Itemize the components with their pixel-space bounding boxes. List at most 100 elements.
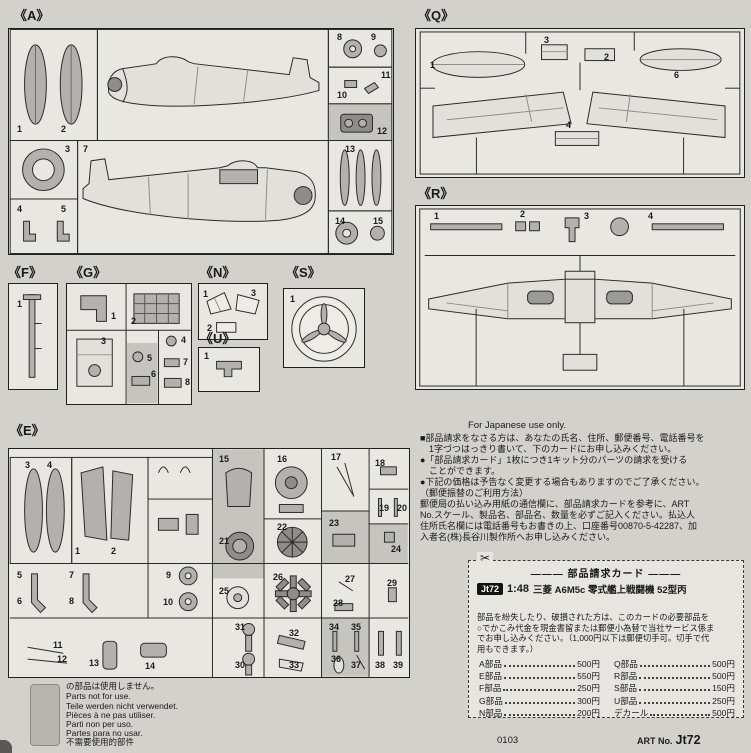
panel-label-u: 《U》: [200, 331, 236, 346]
sprue-panel-r: 1 2 3 4: [415, 205, 745, 390]
part-number: 23: [329, 518, 340, 528]
part-number: 1: [17, 299, 23, 309]
part-number: 2: [207, 323, 213, 333]
part-number: 16: [277, 454, 288, 464]
part-number: 19: [379, 503, 390, 513]
part-number: 7: [69, 570, 75, 580]
notice-line: 郵便局の払い込み用紙の通信欄に、部品請求カードを参考に、ART: [420, 499, 690, 509]
legend-line-de: Teile werden nicht verwendet.: [66, 701, 178, 711]
part-number: 30: [235, 660, 246, 670]
kit-name-label: 三菱 A6M5c 零式艦上戦闘機 52型丙: [533, 585, 687, 596]
part-number: 10: [163, 597, 174, 607]
part-number: 3: [101, 336, 107, 346]
part-number: 1: [203, 289, 209, 299]
price-value: 250円: [712, 695, 735, 706]
part-number: 18: [375, 458, 386, 468]
kit-sc scale-label: 1:48: [507, 583, 530, 595]
part-number: 2: [131, 316, 137, 326]
part-number: 6: [17, 596, 23, 606]
dotted-leader: [639, 701, 711, 704]
card-body-line: でお申し込みください。（1,000円以下は郵便切手可。切手で代: [477, 633, 710, 643]
sprue-panel-e: 1 2 3 4 5 6 7 8 9 10 11 12 13 14 15 16 1…: [8, 448, 410, 678]
price-value: 150円: [712, 683, 735, 694]
part-number: 29: [387, 578, 398, 588]
not-used-swatch: [30, 684, 60, 746]
part-number: 13: [345, 144, 356, 154]
notice-line: 住所氏名欄には電話番号もお書きの上、口座番号00870-5-42287、加: [420, 521, 698, 531]
sprue-panel-u: 1: [198, 347, 260, 392]
scan-artifact: [0, 740, 12, 753]
part-number: 4: [181, 335, 187, 345]
part-number: 24: [391, 544, 402, 554]
part-number: 1: [111, 311, 117, 321]
legend-line-jp: の部品は使用しません。: [66, 681, 160, 691]
price-value: 550円: [577, 671, 600, 682]
part-number: 34: [329, 622, 340, 632]
part-number: 7: [183, 357, 189, 367]
part-number: 1: [430, 60, 436, 70]
part-number: 6: [674, 70, 680, 80]
part-number: 22: [277, 522, 288, 532]
price-part-name: Q部品: [614, 659, 638, 669]
notice-line: No.スケール、製品名、部品名、数量を必ずご記入ください。払込人: [420, 510, 696, 520]
price-part-name: S部品: [614, 683, 637, 694]
price-value: 250円: [577, 683, 600, 694]
part-number: 9: [371, 32, 377, 42]
part-number: 20: [397, 503, 408, 513]
part-number: 21: [219, 536, 230, 546]
price-part-name: E部品: [479, 671, 502, 682]
part-number: 1: [434, 211, 440, 221]
panel-label-n: 《N》: [200, 265, 236, 280]
part-number: 4: [47, 460, 53, 470]
sprue-panel-n: 1 2 3: [198, 283, 268, 340]
price-part-name: G部品: [479, 695, 503, 706]
sprue-panel-a: 1 2 3 4 5 7 8 9 10 11 12 13 14 15: [8, 28, 394, 255]
panel-label-g: 《G》: [70, 265, 107, 280]
sprue-panel-q: 1 2 3 4 6: [415, 28, 745, 178]
part-number: 15: [219, 454, 230, 464]
art-number-label: ART No.: [637, 736, 673, 746]
part-number: 27: [345, 574, 356, 584]
part-number: 3: [25, 460, 31, 470]
part-number: 1: [204, 351, 210, 361]
part-number: 28: [333, 598, 344, 608]
part-number: 8: [337, 32, 343, 42]
kit-number-badge: Jt72: [477, 582, 504, 596]
part-number: 2: [520, 209, 526, 219]
order-card-title: ――― 部品請求カード ―――: [530, 569, 682, 580]
part-number: 3: [65, 144, 71, 154]
part-number: 5: [61, 204, 67, 214]
price-value: 500円: [577, 659, 600, 669]
sprue-s-drawing: [291, 296, 357, 362]
sprue-u-drawing: [216, 360, 242, 378]
sprue-n-drawing: [206, 292, 260, 333]
notice-line: ●下記の価格は予告なく変更する場合もありますのでご了承ください。: [420, 477, 705, 487]
legend-line-en: Parts not for use.: [66, 691, 131, 701]
dotted-leader: [638, 689, 711, 692]
panel-label-e: 《E》: [10, 423, 45, 438]
notice-line: 入者名(株)長谷川製作所へお申し込みください。: [420, 532, 615, 542]
panel-label-a: 《A》: [14, 8, 50, 23]
scissors-icon: ✂: [477, 552, 494, 564]
part-number: 31: [235, 622, 246, 632]
legend-line-es: Partes para no usar.: [66, 728, 143, 738]
art-number-value: Jt72: [675, 733, 701, 747]
part-number: 10: [337, 90, 348, 100]
part-number: 39: [393, 660, 404, 670]
notice-line: 1字づつはっきり書いて、下のカードにお申し込みください。: [420, 444, 677, 454]
panel-label-f: 《F》: [8, 265, 42, 280]
notice-line: （郵便振替のご利用方法）: [420, 488, 529, 498]
part-number: 4: [648, 211, 654, 221]
price-part-name: A部品: [479, 659, 502, 669]
